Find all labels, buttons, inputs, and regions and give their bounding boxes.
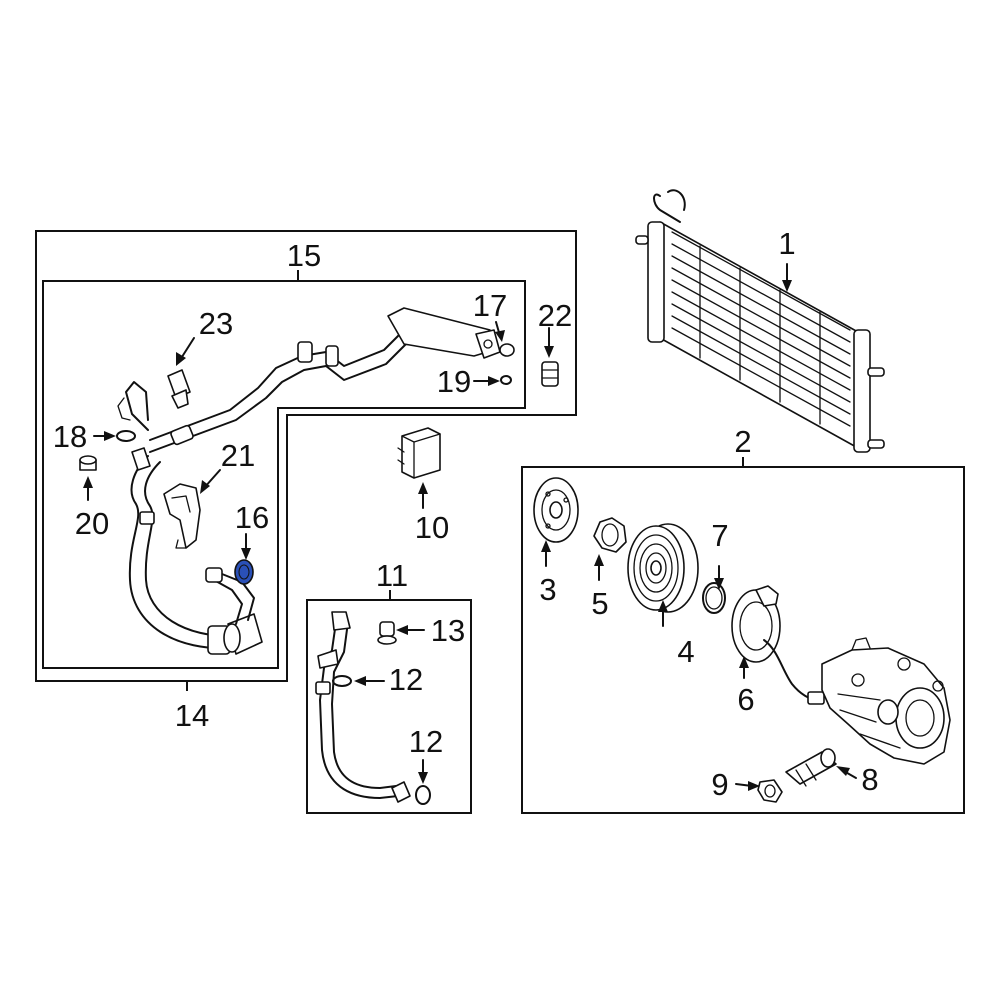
callout-15: 15 [287,238,321,273]
callout-11: 11 [376,558,408,593]
callout-5: 5 [591,586,608,621]
callout-9: 9 [711,767,728,802]
cap-20 [79,455,97,471]
discharge-hose [315,611,411,803]
o-ring-19 [500,375,512,385]
callout-21: 21 [221,438,255,473]
group-box-2 [521,457,965,814]
shim-washer [593,517,627,553]
o-ring-18 [116,430,136,442]
receiver-drier [397,427,441,479]
callout-2: 2 [734,424,751,459]
callout-10: 10 [415,510,449,545]
clutch-plate [533,477,579,543]
callout-7: 7 [711,518,728,553]
callout-19: 19 [437,364,471,399]
charge-valve-13 [377,621,397,645]
pressure-sensor [167,369,191,409]
group-box-11 [306,590,472,814]
o-ring-16-highlighted [234,559,254,585]
o-ring-12-lower [415,785,431,805]
suction-hose [117,307,501,655]
group-box-14 [42,280,526,691]
group-box-15 [35,230,577,682]
callout-20: 20 [75,506,109,541]
o-ring-12-upper [332,675,352,687]
field-coil [731,585,825,705]
callout-14: 14 [175,698,209,733]
callout-6: 6 [737,682,754,717]
pressure-switch [785,748,837,787]
callout-12-lower: 12 [409,724,443,759]
callout-1: 1 [778,226,795,261]
seal-ring-9 [757,779,783,803]
condenser [635,189,885,453]
callout-13: 13 [431,613,465,648]
callout-labels: 1 2 3 4 5 6 7 8 9 10 11 12 12 13 14 15 1… [53,226,879,802]
callout-22: 22 [538,298,572,333]
callout-3: 3 [539,572,556,607]
callout-18: 18 [53,419,87,454]
callout-8: 8 [861,762,878,797]
callout-4: 4 [677,634,694,669]
hose-bracket [163,483,201,549]
snap-ring [702,582,726,614]
callout-17: 17 [473,288,507,323]
leader-lines [83,263,857,791]
callout-16: 16 [235,500,269,535]
cap-17 [499,343,515,357]
pulley [627,523,699,613]
compressor-body [821,637,951,765]
callout-23: 23 [199,306,233,341]
callout-12-upper: 12 [389,662,423,697]
service-valve [541,361,559,387]
